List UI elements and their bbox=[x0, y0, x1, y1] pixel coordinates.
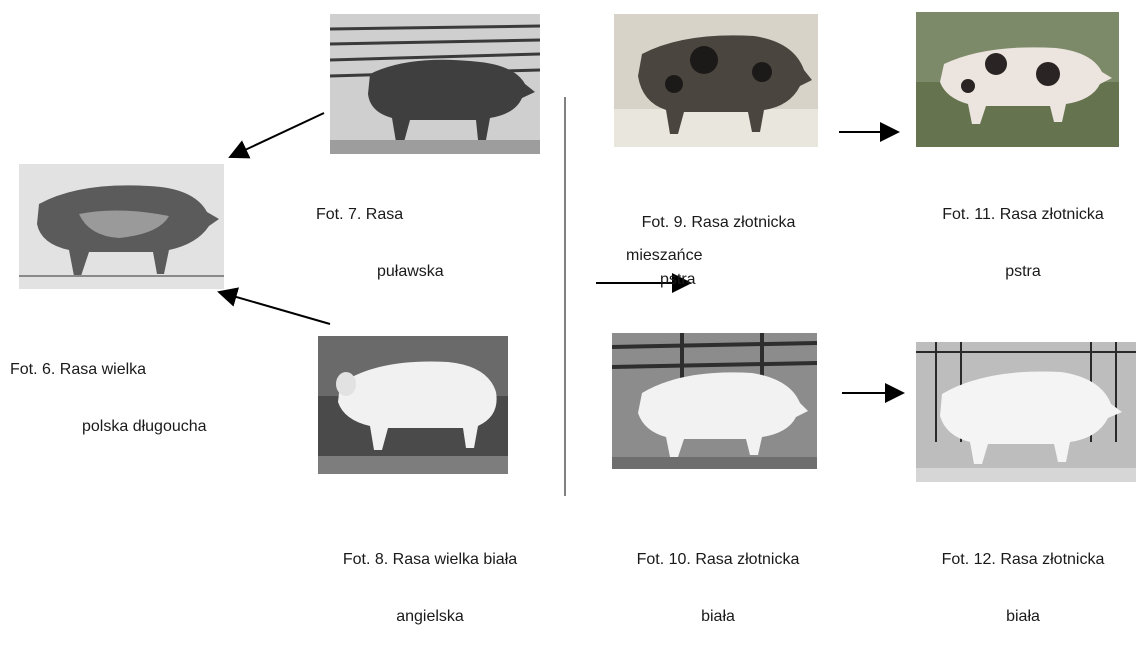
caption-fot10: Fot. 10. Rasa złotnicka biała bbox=[610, 512, 826, 645]
caption-fot11-line2: pstra bbox=[910, 262, 1136, 281]
caption-fot7-line1: Fot. 7. Rasa bbox=[316, 205, 444, 224]
caption-fot9: Fot. 9. Rasa złotnicka pstra bbox=[616, 175, 821, 308]
arrow-fot7-to-fot6 bbox=[230, 113, 324, 157]
caption-fot7: Fot. 7. Rasa puławska bbox=[316, 167, 444, 300]
caption-fot12-line1: Fot. 12. Rasa złotnicka bbox=[910, 550, 1136, 569]
caption-fot9-line2: pstra bbox=[616, 270, 821, 289]
caption-fot12: Fot. 12. Rasa złotnicka biała bbox=[910, 512, 1136, 645]
caption-fot10-line2: biała bbox=[610, 607, 826, 626]
caption-fot9-line1: Fot. 9. Rasa złotnicka bbox=[616, 213, 821, 232]
caption-fot12-line2: biała bbox=[910, 607, 1136, 626]
caption-fot6-line2: polska długoucha bbox=[10, 417, 207, 436]
caption-fot8-line1: Fot. 8. Rasa wielka biała bbox=[316, 550, 544, 569]
caption-fot7-line2: puławska bbox=[316, 262, 444, 281]
caption-fot8-line2: angielska bbox=[316, 607, 544, 626]
arrow-fot8-to-fot6 bbox=[219, 292, 330, 324]
caption-fot8: Fot. 8. Rasa wielka biała angielska bbox=[316, 512, 544, 645]
caption-fot11: Fot. 11. Rasa złotnicka pstra bbox=[910, 167, 1136, 300]
caption-fot6-line1: Fot. 6. Rasa wielka bbox=[10, 360, 207, 379]
caption-fot6: Fot. 6. Rasa wielka polska długoucha bbox=[10, 322, 207, 455]
caption-fot11-line1: Fot. 11. Rasa złotnicka bbox=[910, 205, 1136, 224]
caption-fot10-line1: Fot. 10. Rasa złotnicka bbox=[610, 550, 826, 569]
